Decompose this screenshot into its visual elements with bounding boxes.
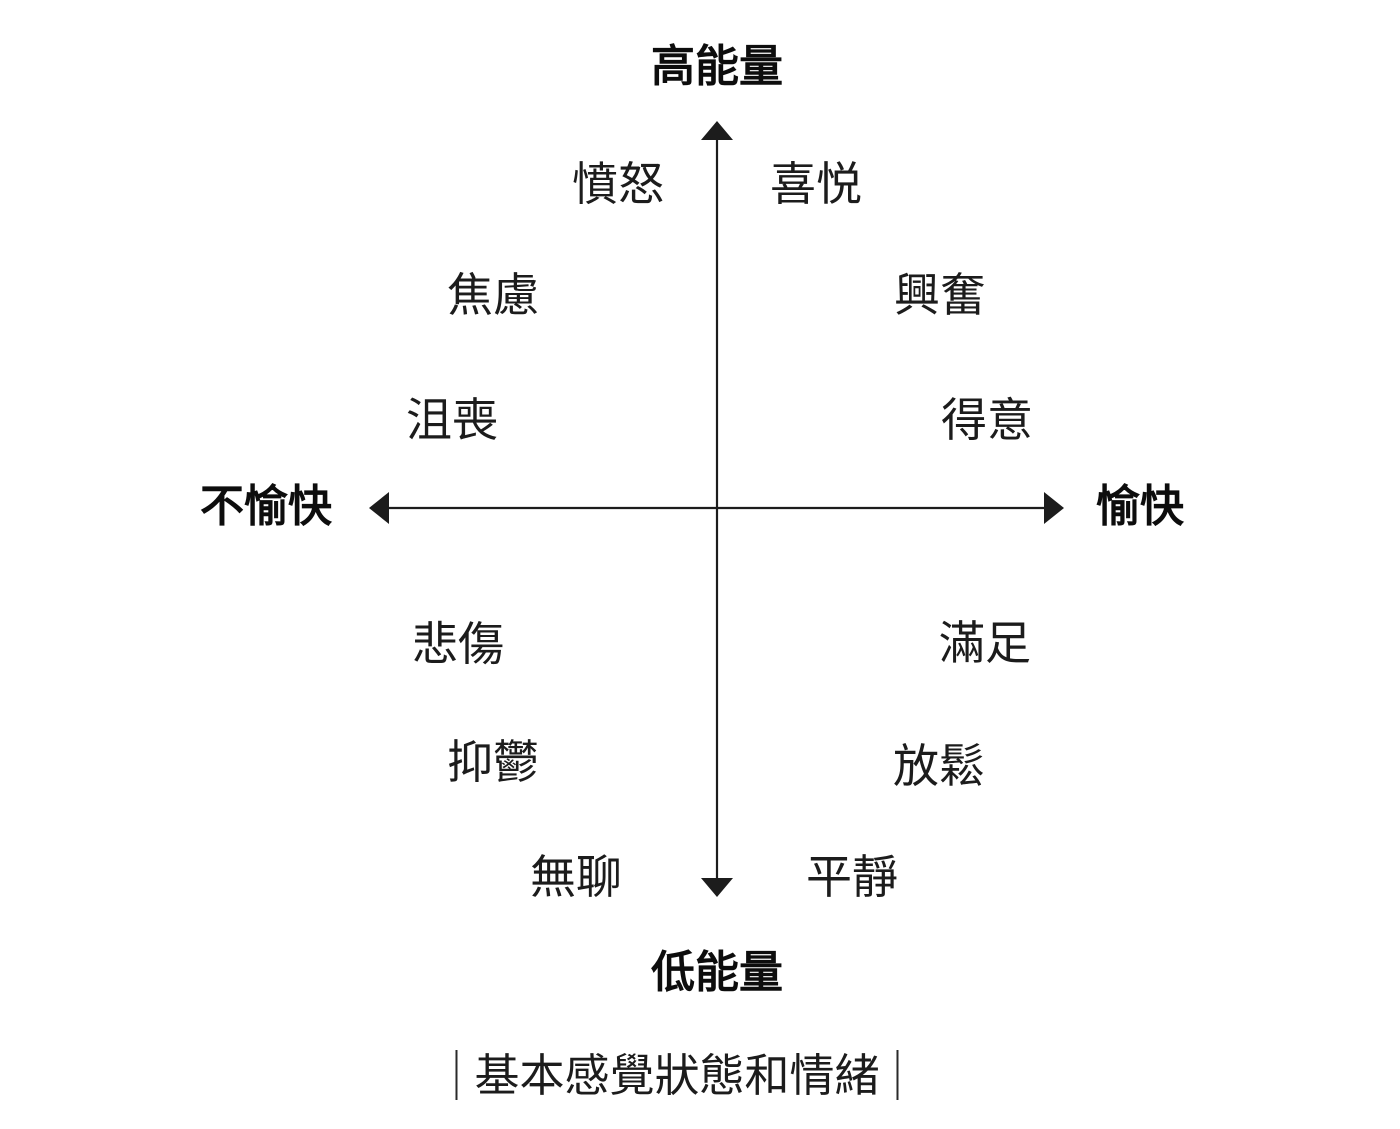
emotion-frustration: 沮喪: [406, 394, 498, 446]
caption-right-bar: [896, 1050, 899, 1100]
arrowhead-right-icon: [1044, 492, 1064, 524]
emotion-calm: 平靜: [806, 851, 898, 903]
axis-label-unpleasant: 不愉快: [200, 482, 332, 531]
arrowhead-up-icon: [701, 121, 733, 140]
emotion-depression: 抑鬱: [447, 736, 539, 788]
emotion-excitement: 興奮: [894, 269, 986, 321]
emotion-joy: 喜悦: [770, 158, 862, 210]
emotion-pride: 得意: [941, 394, 1033, 446]
arrowhead-down-icon: [701, 878, 733, 897]
emotion-sadness: 悲傷: [412, 618, 504, 670]
caption: 基本感覺狀態和情緒: [455, 1049, 899, 1101]
axis-label-pleasant: 愉快: [1096, 482, 1184, 531]
emotion-relaxation: 放鬆: [893, 740, 985, 792]
caption-left-bar: [455, 1050, 458, 1100]
emotion-anxiety: 焦慮: [447, 269, 539, 321]
axis-label-low-energy: 低能量: [651, 948, 783, 997]
caption-text: 基本感覺狀態和情緒: [474, 1049, 880, 1101]
axis-label-high-energy: 高能量: [651, 42, 783, 91]
emotion-satisfaction: 滿足: [939, 617, 1031, 669]
arrowhead-left-icon: [369, 492, 389, 524]
emotion-boredom: 無聊: [530, 851, 622, 903]
emotion-anger: 憤怒: [572, 158, 664, 210]
